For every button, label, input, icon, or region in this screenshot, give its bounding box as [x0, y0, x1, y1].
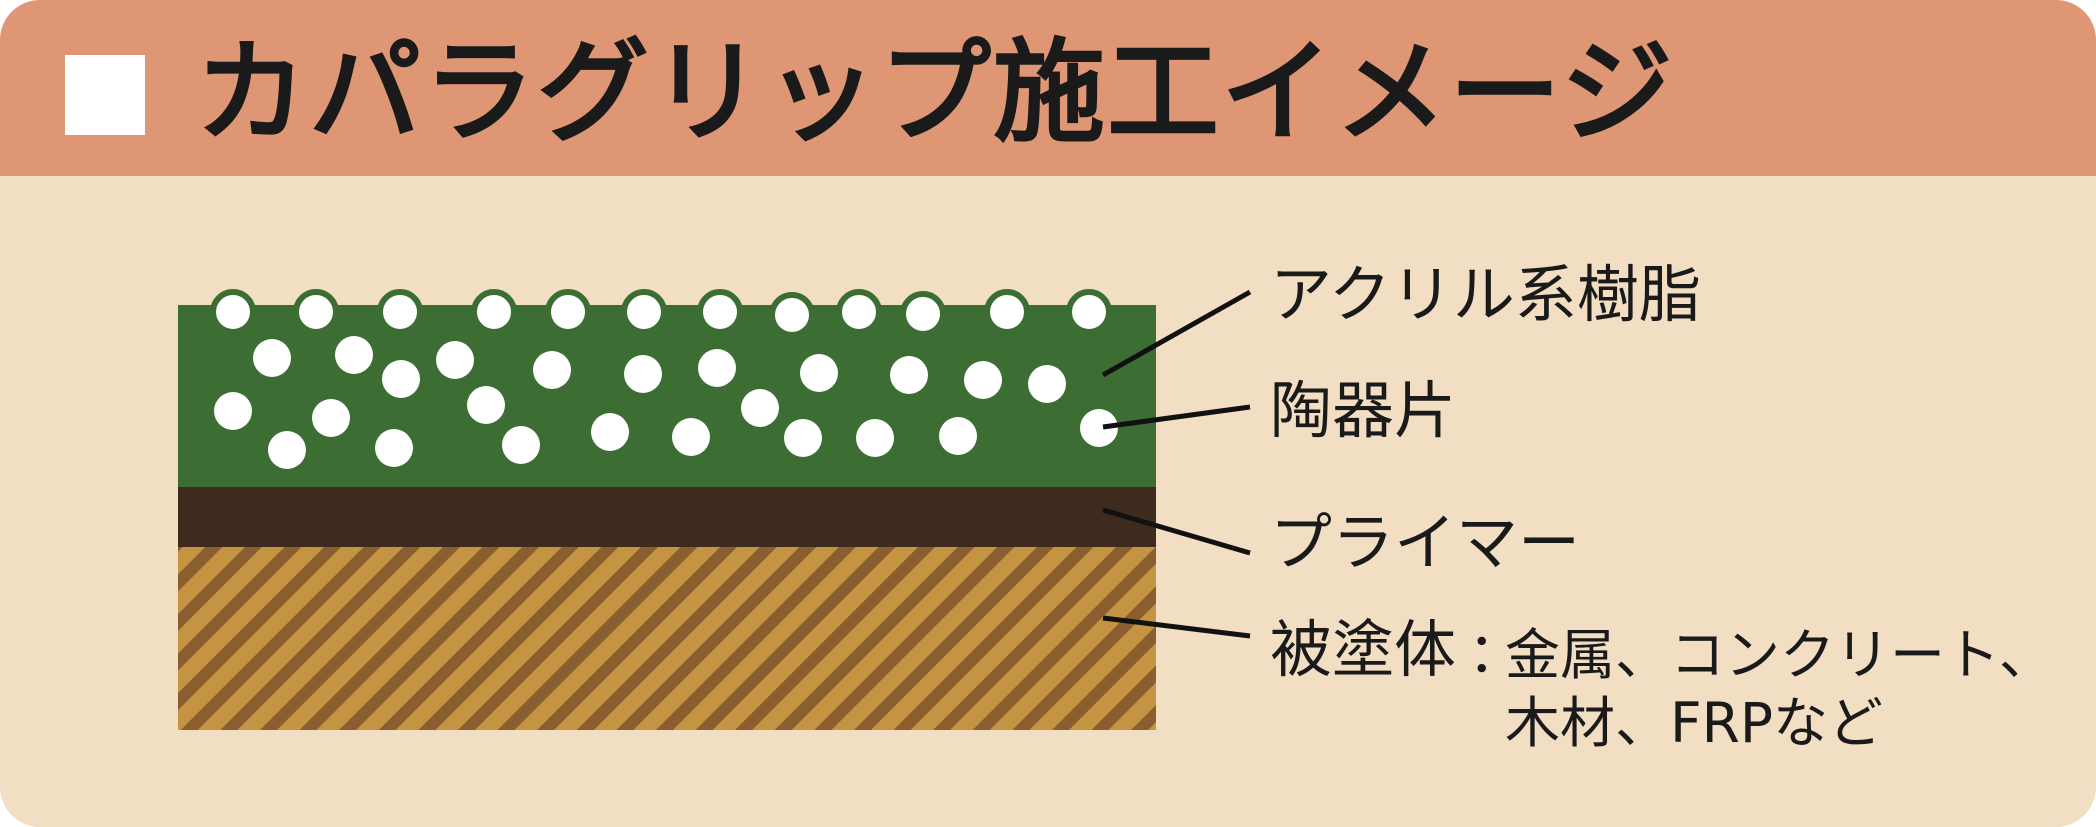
header-bar: カパラグリップ施工イメージ: [0, 0, 2096, 176]
label-substrate-examples-line1: 金属、コンクリート、: [1505, 623, 2054, 687]
page-title: カパラグリップ施工イメージ: [195, 28, 1675, 158]
leader-lines: [1101, 289, 1252, 639]
label-substrate-colon: ：: [1468, 621, 1524, 685]
label-substrate: 被塗体: [1270, 613, 1457, 686]
label-substrate-examples-line2: 木材、FRPなど: [1505, 691, 1884, 755]
label-ceramic-chips: 陶器片: [1270, 374, 1457, 447]
primer-layer: [178, 485, 1156, 547]
label-acrylic-resin: アクリル系樹脂: [1270, 258, 1701, 331]
substrate-layer: [178, 545, 1156, 730]
surface-chips: [210, 289, 1112, 338]
label-primer: プライマー: [1270, 506, 1581, 579]
square-bullet-icon: [65, 55, 145, 135]
embedded-chips: [214, 336, 1118, 469]
